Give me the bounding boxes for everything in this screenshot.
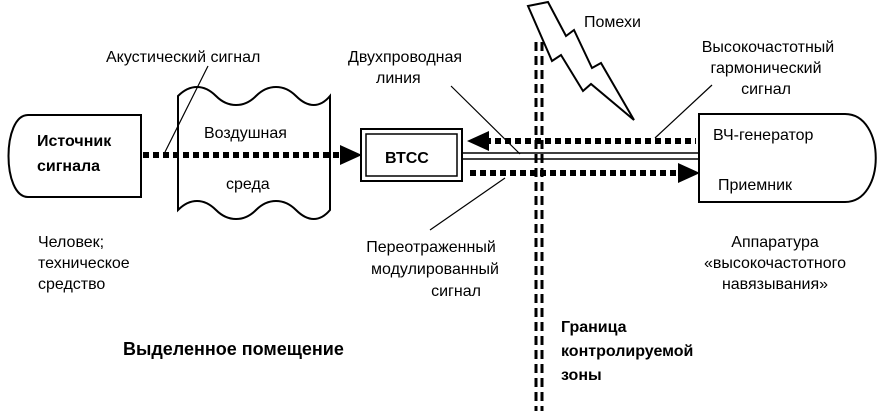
- reflected-label-line2: модулированный: [371, 261, 499, 278]
- boundary-label-line2: контролируемой: [561, 343, 693, 360]
- btss-box-outer: [360, 128, 463, 182]
- receiver-label: Приемник: [718, 177, 793, 194]
- equipment-caption-line1: Аппаратура: [731, 234, 819, 251]
- acoustic-signal-label: Акустический сигнал: [106, 49, 260, 66]
- hf-signal-leader-line: [654, 84, 713, 139]
- hf-signal-label-line1: Высокочастотный: [702, 39, 835, 56]
- two-wire-leader-line: [450, 85, 521, 155]
- acoustic-leader-line: [164, 65, 209, 153]
- signal-source-shape: [7, 114, 142, 198]
- signal-source-line1: Источник: [37, 133, 112, 150]
- reflected-label-line3: сигнал: [431, 283, 481, 300]
- boundary-label-line1: Граница: [561, 319, 627, 336]
- two-wire-label-line2: линия: [376, 70, 421, 87]
- two-wire-label-line1: Двухпроводная: [348, 49, 462, 66]
- hf-signal-label-line3: сигнал: [741, 81, 791, 98]
- equipment-caption-line2: «высокочастотного: [704, 255, 846, 272]
- signal-source-line2: сигнала: [37, 158, 100, 175]
- interference-label: Помехи: [584, 14, 641, 31]
- hf-arrow-head: [467, 131, 489, 151]
- btss-label: ВТСС: [385, 150, 429, 167]
- interference-lightning-icon: [526, 0, 635, 121]
- hf-signal-label-line2: гармонический: [710, 60, 821, 77]
- source-caption-line1: Человек;: [38, 234, 104, 251]
- air-medium-line2: среда: [226, 176, 270, 193]
- equipment-caption-line3: навязывания»: [722, 276, 828, 293]
- hf-equipment-shape: [698, 113, 877, 203]
- acoustic-arrow-head: [340, 145, 362, 165]
- dedicated-room-label: Выделенное помещение: [123, 339, 344, 359]
- source-caption-line2: техническое: [38, 255, 130, 272]
- reflected-label-line1: Переотраженный: [366, 239, 496, 256]
- source-caption-line3: средство: [38, 276, 105, 293]
- air-medium-line1: Воздушная: [204, 125, 287, 142]
- btss-box-inner: [365, 133, 458, 177]
- boundary-label-line3: зоны: [561, 367, 602, 384]
- controlled-zone-boundary-line: [534, 42, 544, 411]
- reflected-leader-line: [429, 177, 506, 231]
- hf-generator-label: ВЧ-генератор: [713, 127, 814, 144]
- air-medium-shape: [177, 86, 331, 220]
- reflected-arrow-head: [678, 163, 700, 183]
